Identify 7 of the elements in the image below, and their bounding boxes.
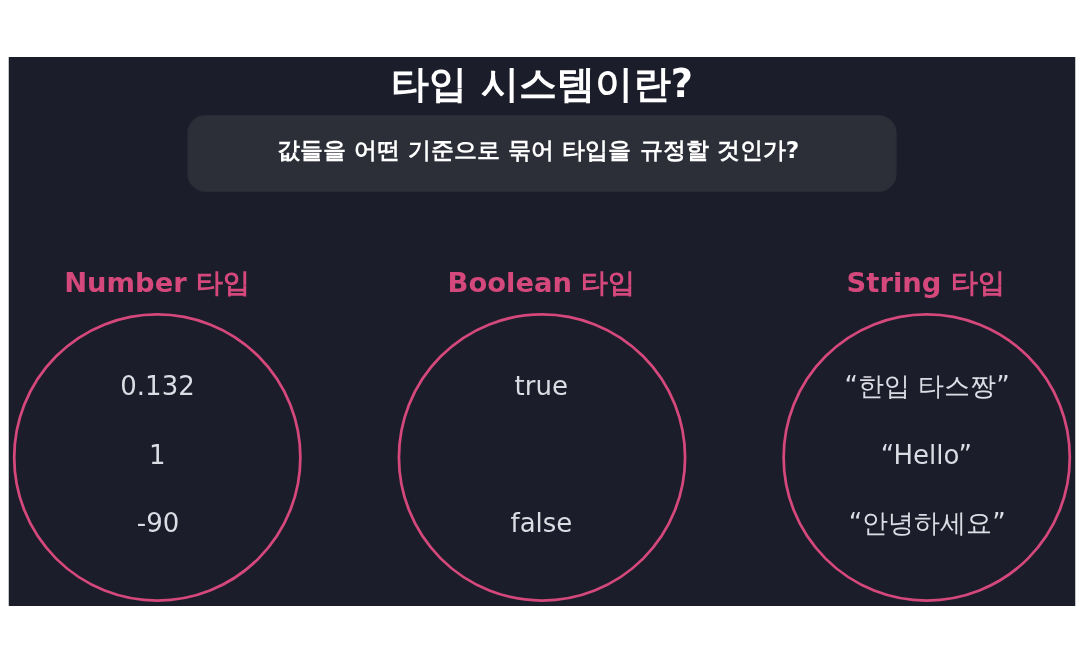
diagram-title: 타입 시스템이란? (391, 60, 693, 106)
node-label: String 타입 (846, 266, 1005, 298)
node-circle: 0.132 1 -90 (12, 312, 302, 602)
node-circle: true false (397, 312, 687, 602)
node-circle: “한입 타스짱” “Hello” “안녕하세요” (782, 312, 1072, 602)
node-label: Number 타입 (64, 266, 251, 298)
node-label: Boolean 타입 (447, 266, 636, 298)
